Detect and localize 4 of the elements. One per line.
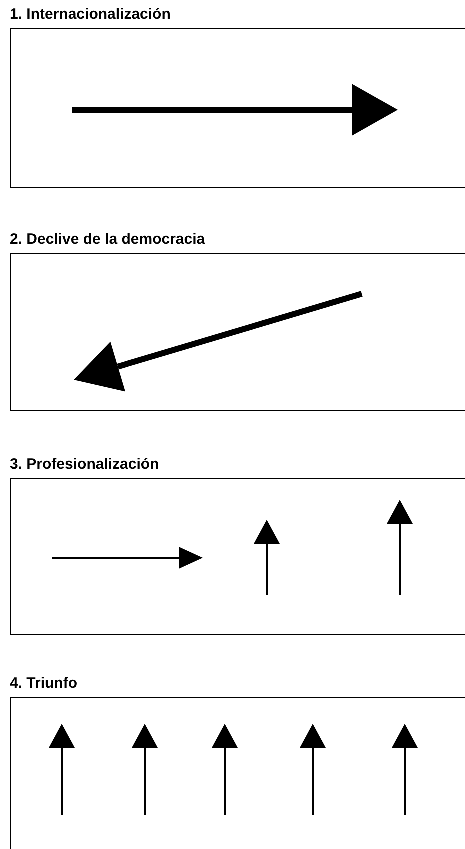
panel-heading: 1. Internacionalización bbox=[10, 6, 171, 23]
panel-heading: 2. Declive de la democracia bbox=[10, 231, 206, 248]
panel-heading: 4. Triunfo bbox=[10, 675, 78, 692]
panel-heading: 3. Profesionalización bbox=[10, 456, 160, 473]
